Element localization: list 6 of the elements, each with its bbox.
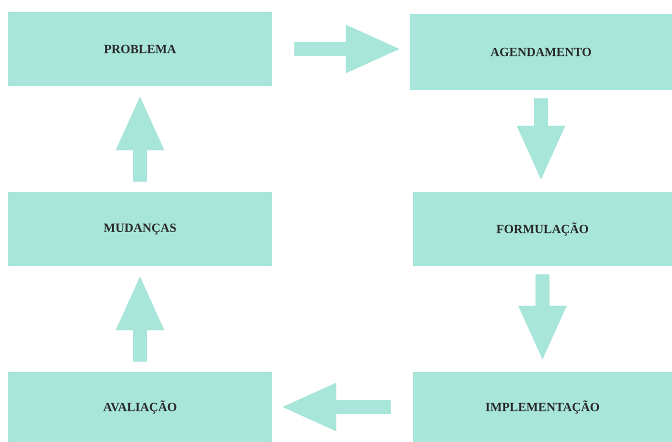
process-box: PROBLEMA bbox=[8, 12, 272, 86]
process-box: FORMULAÇÃO bbox=[413, 192, 672, 266]
process-box: MUDANÇAS bbox=[8, 192, 272, 266]
process-box: AGENDAMENTO bbox=[410, 14, 672, 90]
process-box: AVALIAÇÃO bbox=[8, 372, 272, 442]
process-box: IMPLEMENTAÇÃO bbox=[413, 372, 672, 442]
